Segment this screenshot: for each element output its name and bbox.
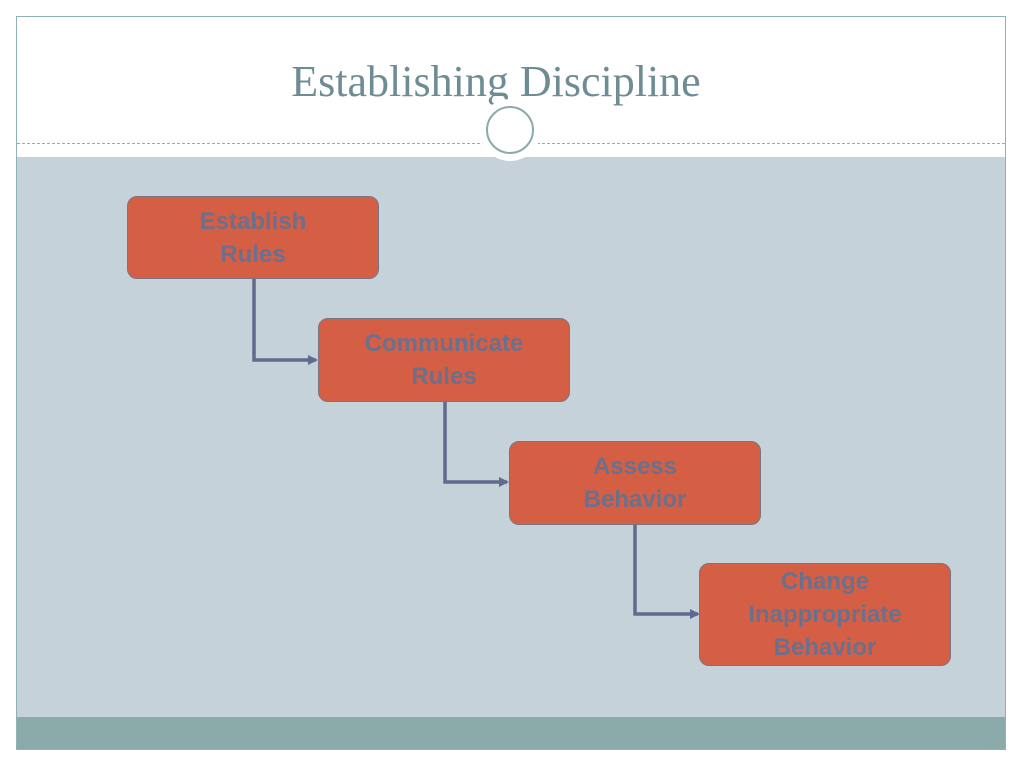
step-box-change-inappropriate-behavior: Change Inappropriate Behavior [699,563,951,666]
step-box-establish-rules: Establish Rules [127,196,379,279]
step-label: Communicate Rules [364,330,524,390]
slide-title: Establishing Discipline [291,57,701,106]
step-label: Assess Behavior [583,453,687,513]
step-box-communicate-rules: Communicate Rules [318,318,570,402]
connector-2 [443,402,509,487]
step-label: Change Inappropriate Behavior [748,568,902,661]
connector-3 [633,525,700,619]
connector-1 [252,279,318,365]
step-label: Establish Rules [199,207,307,268]
title-ornament-ring [486,106,534,154]
footer-bar [17,717,1005,749]
step-box-assess-behavior: Assess Behavior [509,441,761,525]
